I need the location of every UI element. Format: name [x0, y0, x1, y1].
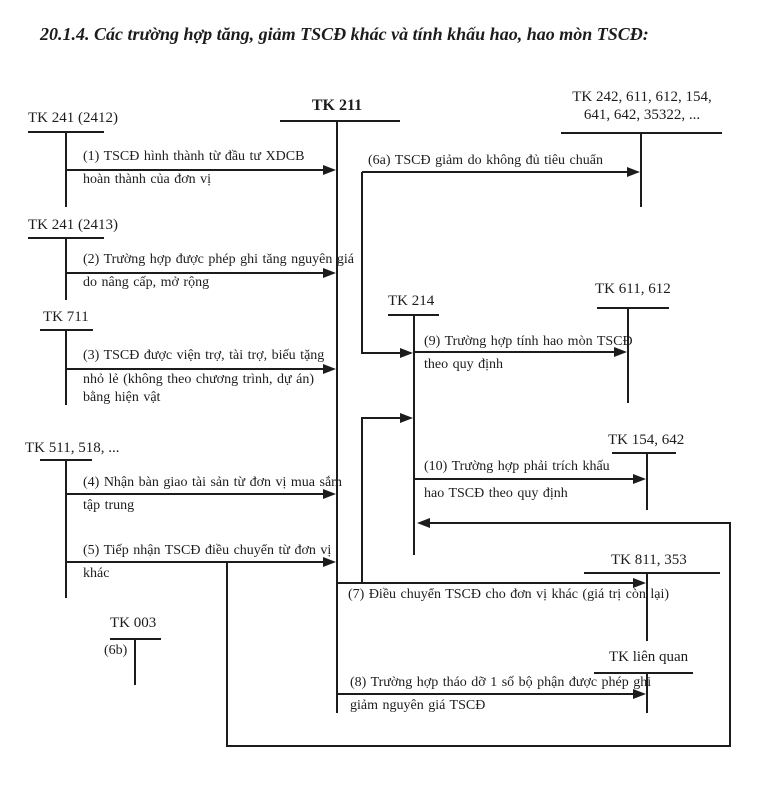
account-label-tk242-line2: 641, 642, 35322, ... [583, 107, 701, 123]
flow9-line [415, 351, 615, 353]
account-label-tk811: TK 811, 353 [611, 552, 687, 568]
account-label-tk214: TK 214 [388, 293, 435, 309]
flow5-label-1: (5) Tiếp nhận TSCĐ điều chuyển từ đơn vị [83, 543, 332, 558]
loop-left-vline [226, 562, 228, 747]
tklienquan-topbar [594, 672, 693, 674]
flow8-arrowhead [633, 689, 646, 699]
flow5-label-2: khác [83, 566, 110, 581]
tk241-2413-stem [65, 237, 67, 300]
loop-to-tk214-hline [429, 522, 730, 524]
flow1-arrowhead [323, 165, 336, 175]
tk811-stem [646, 572, 648, 641]
page-title: 20.1.4. Các trường hợp tăng, giảm TSCĐ k… [40, 24, 649, 44]
account-label-tklienquan: TK liên quan [609, 649, 689, 665]
flow2-label-1: (2) Trường hợp được phép ghi tăng nguyên… [83, 252, 354, 267]
tk511-stem [65, 459, 67, 598]
flow10-line [415, 478, 634, 480]
tk611-topbar [597, 307, 669, 309]
flow4-arrowhead [323, 489, 336, 499]
flow2-line [67, 272, 323, 274]
branch-tk211-to-tk214-vline [361, 172, 363, 354]
tklienquan-stem [646, 672, 648, 713]
account-label-tk211: TK 211 [311, 97, 363, 114]
tk154-stem [646, 452, 648, 510]
tk811-topbar [584, 572, 720, 574]
flow1-line [67, 169, 323, 171]
flow3-label-2: nhỏ lẻ (không theo chương trình, dự án) [83, 372, 314, 387]
flow2-arrowhead [323, 268, 336, 278]
account-label-tk241-2412: TK 241 (2412) [28, 110, 118, 126]
flow7-arrowhead [633, 578, 646, 588]
flow7-label: (7) Điều chuyển TSCĐ cho đơn vị khác (gi… [348, 587, 670, 602]
branch-flow7-to-tk214-vline [361, 417, 363, 584]
account-label-tk711: TK 711 [43, 309, 89, 325]
flow8-label-2: giảm nguyên giá TSCĐ [350, 698, 486, 713]
flow9-label-2: theo quy định [424, 357, 503, 372]
flow1-label-1: (1) TSCĐ hình thành từ đầu tư XDCB [83, 149, 305, 164]
tk711-stem [65, 329, 67, 405]
flow4-label-2: tập trung [83, 498, 135, 513]
flow3-label-3: bằng hiện vật [83, 390, 161, 405]
flow9-label-1: (9) Trường hợp tính hao mòn TSCĐ [424, 334, 633, 349]
branch-flow7-to-tk214-arrowhead [400, 413, 413, 423]
flow6a-arrowhead [627, 167, 640, 177]
branch-flow7-to-tk214-hline [361, 417, 401, 419]
flow10-label-1: (10) Trường hợp phải trích khấu [424, 459, 610, 474]
flow8-label-1: (8) Trường hợp tháo dỡ 1 số bộ phận được… [350, 675, 652, 690]
loop-to-tk214-arrowhead [417, 518, 430, 528]
account-label-tk003: TK 003 [110, 615, 157, 631]
flow4-line [67, 493, 323, 495]
flow6b-label: (6b) [104, 643, 128, 658]
flow10-arrowhead [633, 474, 646, 484]
account-label-tk242: TK 242, 611, 612, 154, 641, 642, 35322, … [561, 88, 723, 124]
branch-tk211-to-tk214-arrowhead [400, 348, 413, 358]
flow2-label-2: do nâng cấp, mở rộng [83, 275, 210, 290]
tk003-stem [134, 638, 136, 685]
account-label-tk242-line1: TK 242, 611, 612, 154, [572, 89, 712, 105]
flow3-label-1: (3) TSCĐ được viện trợ, tài trợ, biếu tặ… [83, 348, 325, 363]
loop-right-vline [729, 522, 731, 747]
tk154-topbar [612, 452, 676, 454]
flow6a-label: (6a) TSCĐ giảm do không đủ tiêu chuẩn [368, 153, 603, 168]
tk211-topbar [280, 120, 400, 122]
flow6a-line [362, 171, 628, 173]
tk214-stem [413, 314, 415, 555]
account-label-tk241-2413: TK 241 (2413) [28, 217, 118, 233]
branch-tk211-to-tk214-hline [361, 352, 401, 354]
flow8-line [337, 693, 634, 695]
flow1-label-2: hoàn thành của đơn vị [83, 172, 212, 187]
flow5-line [67, 561, 323, 563]
flow5-arrowhead [323, 557, 336, 567]
loop-bottom-hline [226, 745, 731, 747]
flow7-line [337, 582, 634, 584]
account-label-tk154: TK 154, 642 [608, 432, 685, 448]
tk242-stem [640, 132, 642, 207]
flow3-arrowhead [323, 364, 336, 374]
flow9-arrowhead [614, 347, 627, 357]
account-label-tk511: TK 511, 518, ... [25, 440, 120, 456]
tk241-2412-stem [65, 131, 67, 207]
flow4-label-1: (4) Nhận bàn giao tài sản từ đơn vị mua … [83, 475, 343, 490]
tk611-stem [627, 307, 629, 403]
account-label-tk611: TK 611, 612 [595, 281, 671, 297]
flow10-label-2: hao TSCĐ theo quy định [424, 486, 568, 501]
tk211-stem [336, 120, 338, 713]
flow3-line [67, 368, 323, 370]
